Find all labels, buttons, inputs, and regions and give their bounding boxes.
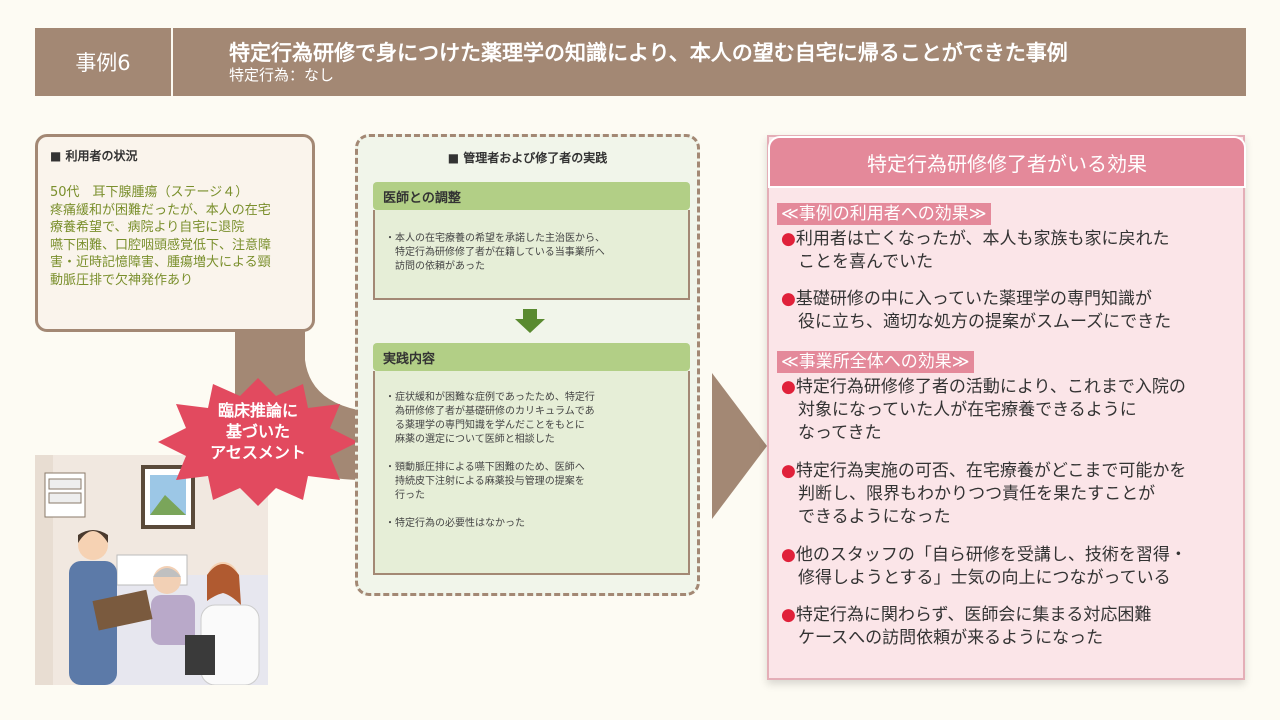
- bullet-dot-icon: ●: [781, 545, 796, 565]
- effect-line: 特定行為に関わらず、医師会に集まる対応困難: [795, 605, 1152, 625]
- header-bar: 事例6 特定行為研修で身につけた薬理学の知識により、本人の望む自宅に帰ることがで…: [35, 28, 1246, 96]
- effect-line: 対象になっていた人が在宅療養できるように: [781, 400, 1137, 420]
- page-subtitle: 特定行為：なし: [229, 66, 335, 84]
- effect-item: ●特定行為に関わらず、医師会に集まる対応困難 ケースへの訪問依頼が来るようになっ…: [781, 604, 1151, 650]
- bullet-dot-icon: ●: [781, 229, 796, 249]
- assessment-label: 臨床推論に 基づいた アセスメント: [158, 400, 358, 463]
- bullet-line: る薬理学の専門知識を学んだことをもとに: [385, 420, 585, 431]
- bullet-line: 訪問の依頼があった: [385, 261, 485, 272]
- bullet-line: ・本人の在宅療養の希望を承諾した主治医から、: [385, 233, 605, 244]
- user-effect-heading: ≪事例の利用者への効果≫: [777, 203, 991, 225]
- assessment-starburst: [158, 378, 358, 506]
- page-title: 特定行為研修で身につけた薬理学の知識により、本人の望む自宅に帰ることができた事例: [229, 41, 1068, 65]
- effect-line: 基礎研修の中に入っていた薬理学の専門知識が: [795, 289, 1152, 309]
- effect-item: ●他のスタッフの「自ら研修を受講し、技術を習得・ 修得しようとする」士気の向上に…: [781, 544, 1187, 590]
- practice-heading: ■ 管理者および修了者の実践: [447, 151, 608, 165]
- user-status-line: 害・近時記憶障害、腫瘍増大による頸: [50, 255, 271, 270]
- effect-line: 修得しようとする」士気の向上につながっている: [781, 568, 1171, 588]
- bullet-line: 持続皮下注射による麻薬投与管理の提案を: [385, 476, 585, 487]
- bullet-dot-icon: ●: [781, 377, 796, 397]
- bullet-line: ・頸動脈圧排による嚥下困難のため、医師へ: [385, 462, 585, 473]
- user-status-line: 動脈圧排で欠神発作あり: [50, 272, 194, 288]
- effect-item: ●利用者は亡くなったが、本人も家族も家に戻れた ことを喜んでいた: [781, 228, 1170, 274]
- bullet-line: 麻薬の選定について医師と相談した: [385, 434, 555, 445]
- user-status-box: ■ 利用者の状況 50代 耳下腺腫瘍（ステージ４） 疼痛緩和が困難だったが、本人…: [35, 134, 315, 332]
- bullet-dot-icon: ●: [781, 461, 796, 481]
- effect-line: できるようになった: [781, 507, 951, 527]
- effect-line: 役に立ち、適切な処方の提案がスムーズにできた: [781, 312, 1172, 332]
- bullet-line: ・特定行為の必要性はなかった: [385, 518, 525, 529]
- effect-line: ことを喜んでいた: [781, 252, 934, 272]
- bullet-line: ・症状緩和が困難な症例であったため、特定行: [385, 392, 595, 403]
- effect-line: ケースへの訪問依頼が来るようになった: [781, 628, 1104, 648]
- practice-bullet: ・本人の在宅療養の希望を承諾した主治医から、 特定行為研修修了者が在籍している当…: [385, 232, 678, 274]
- header-titles: 特定行為研修で身につけた薬理学の知識により、本人の望む自宅に帰ることができた事例…: [173, 28, 1068, 96]
- effect-item: ●特定行為実施の可否、在宅療養がどこまで可能かを 判断し、限界もわかりつつ責任を…: [781, 460, 1186, 529]
- case-label: 事例6: [35, 28, 173, 96]
- effects-box: 特定行為研修修了者がいる効果 ≪事例の利用者への効果≫ ●利用者は亡くなったが、…: [767, 135, 1246, 680]
- bullet-line: 特定行為研修修了者が在籍している当事業所へ: [385, 247, 605, 258]
- assessment-label-line: 臨床推論に: [217, 401, 298, 420]
- practice-box: ■ 管理者および修了者の実践 医師との調整 ・本人の在宅療養の希望を承諾した主治…: [355, 134, 700, 596]
- user-status-line: 50代 耳下腺腫瘍（ステージ４）: [50, 185, 249, 200]
- effect-line: 他のスタッフの「自ら研修を受講し、技術を習得・: [795, 545, 1187, 565]
- section-doctor-coordination-title: 医師との調整: [373, 182, 690, 210]
- effect-line: 特定行為実施の可否、在宅療養がどこまで可能かを: [795, 461, 1187, 481]
- practice-bullet: ・症状緩和が困難な症例であったため、特定行 為研修修了者が基礎研修のカリキュラム…: [385, 391, 678, 447]
- effects-banner: 特定行為研修修了者がいる効果: [768, 136, 1246, 188]
- effect-item: ●基礎研修の中に入っていた薬理学の専門知識が 役に立ち、適切な処方の提案がスムー…: [781, 288, 1171, 334]
- section-doctor-coordination-body: ・本人の在宅療養の希望を承諾した主治医から、 特定行為研修修了者が在籍している当…: [373, 210, 690, 300]
- home-care-illustration: [35, 455, 268, 685]
- effect-line: 利用者は亡くなったが、本人も家族も家に戻れた: [795, 229, 1170, 249]
- bullet-dot-icon: ●: [781, 605, 796, 625]
- section-practice-title: 実践内容: [373, 343, 690, 371]
- assessment-label-line: アセスメント: [210, 443, 306, 462]
- bullet-line: 為研修修了者が基礎研修のカリキュラムであ: [385, 406, 595, 417]
- user-status-line: 嚥下困難、口腔咽頭感覚低下、注意障: [50, 237, 272, 253]
- effect-line: 判断し、限界もわかりつつ責任を果たすことが: [781, 484, 1156, 504]
- office-effect-heading: ≪事業所全体への効果≫: [777, 351, 974, 373]
- effect-line: なってきた: [781, 423, 882, 443]
- effect-item: ●特定行為研修修了者の活動により、これまで入院の 対象になっていた人が在宅療養で…: [781, 376, 1186, 445]
- arrow-down-icon: [515, 309, 545, 333]
- arrow-right-icon: [712, 373, 767, 519]
- practice-bullet: ・特定行為の必要性はなかった: [385, 517, 678, 531]
- bullet-dot-icon: ●: [781, 289, 796, 309]
- assessment-label-line: 基づいた: [225, 422, 290, 441]
- section-practice-body: ・症状緩和が困難な症例であったため、特定行 為研修修了者が基礎研修のカリキュラム…: [373, 371, 690, 575]
- practice-bullet: ・頸動脈圧排による嚥下困難のため、医師へ 持続皮下注射による麻薬投与管理の提案を…: [385, 461, 678, 503]
- user-status-line: 療養希望で、病院より自宅に退院: [50, 220, 245, 235]
- effect-line: 特定行為研修修了者の活動により、これまで入院の: [795, 377, 1186, 397]
- user-status-line: 疼痛緩和が困難だったが、本人の在宅: [50, 202, 271, 218]
- bullet-line: 行った: [385, 490, 425, 501]
- user-status-heading: ■ 利用者の状況: [50, 149, 138, 163]
